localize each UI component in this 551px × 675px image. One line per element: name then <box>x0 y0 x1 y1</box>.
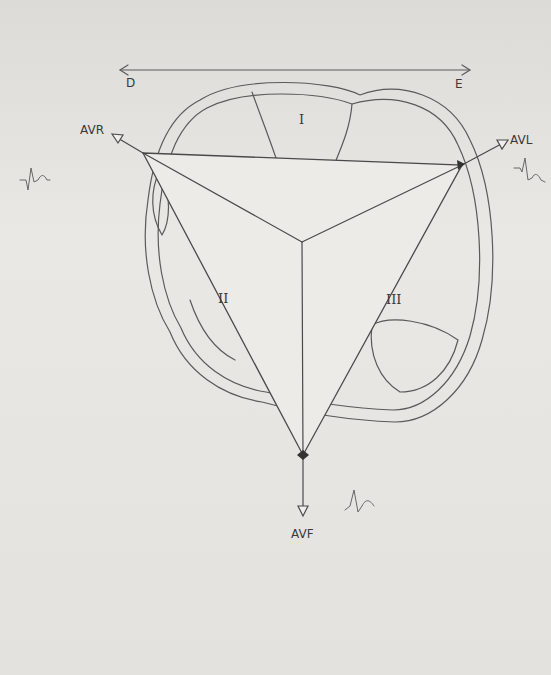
ecg-wave <box>514 158 545 182</box>
triangle-median <box>143 153 302 242</box>
triangle-median <box>302 165 462 242</box>
lead-name: AVF <box>291 528 314 540</box>
lead-name: AVL <box>510 134 532 146</box>
arrow-head <box>120 65 128 75</box>
axis-label: D <box>126 77 135 89</box>
arrow-head <box>112 134 123 143</box>
arrow-head <box>462 65 470 75</box>
lead-vector <box>302 455 303 510</box>
triangle-median <box>302 242 303 455</box>
arrow-head <box>298 506 308 516</box>
axis-line <box>120 69 470 70</box>
ecg-wave <box>20 168 50 190</box>
lead-name: AVR <box>80 124 104 136</box>
lead-vector <box>462 143 503 165</box>
lead-name: III <box>386 293 401 306</box>
ecg-wave <box>345 490 374 512</box>
vertex-mark <box>297 450 309 460</box>
einthoven-triangle <box>143 153 462 455</box>
vertex-mark <box>457 160 465 170</box>
arrow-head <box>497 140 508 149</box>
heart-chamber <box>371 320 458 392</box>
lead-name: II <box>218 292 228 305</box>
axis-label: E <box>455 78 463 90</box>
lead-name: I <box>299 113 304 126</box>
